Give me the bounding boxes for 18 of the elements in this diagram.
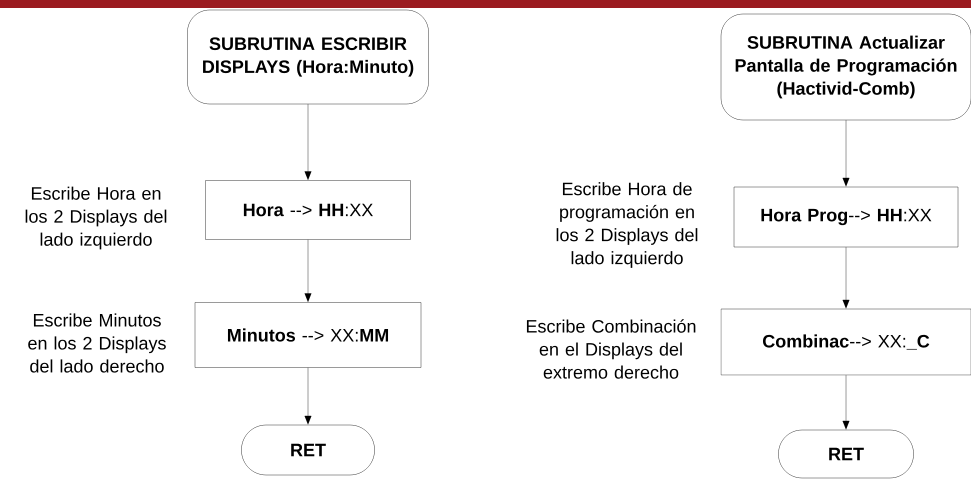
start-terminal: SUBRUTINA Actualizar Pantalla de Programación (Hactivid-Comb) bbox=[720, 14, 971, 120]
arrow bbox=[842, 375, 850, 430]
node-caption: Escribe Hora de programación en los 2 Displays del lado izquierdo bbox=[556, 182, 698, 268]
arrow bbox=[304, 104, 312, 180]
process-box: Minutos --> XX:MM bbox=[194, 302, 422, 368]
node-caption: Escribe Combinación en el Displays del extremo derecho bbox=[526, 319, 696, 379]
process-box: Hora --> HH:XX bbox=[205, 180, 411, 240]
end-terminal: RET bbox=[241, 424, 375, 476]
arrow bbox=[304, 368, 312, 424]
process-box: Combinac--> XX:_C bbox=[720, 308, 971, 376]
node-caption: Escribe Hora en los 2 Displays del lado izquierdo bbox=[26, 186, 166, 250]
node-caption: Escribe Minutos en los 2 Displays del lado derecho bbox=[28, 313, 166, 373]
arrow bbox=[842, 120, 850, 186]
arrow bbox=[304, 240, 312, 302]
start-terminal: SUBRUTINA ESCRIBIR DISPLAYS (Hora:Minuto) bbox=[187, 10, 429, 104]
arrow bbox=[842, 247, 850, 308]
end-terminal: RET bbox=[778, 430, 914, 478]
process-box: Hora Prog--> HH:XX bbox=[734, 186, 958, 248]
